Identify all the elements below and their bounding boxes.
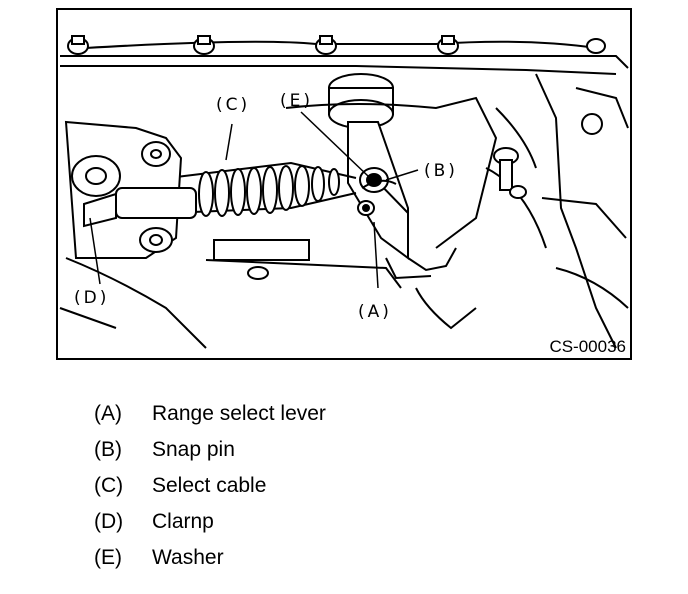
legend-text: Range select lever (152, 402, 326, 425)
parts-legend: (A) Range select lever (B) Snap pin (C) … (94, 396, 514, 576)
leader-lines (89, 111, 419, 289)
case-bolts (67, 35, 606, 55)
figure-code: CS-00036 (549, 337, 626, 356)
leader-e (300, 111, 369, 177)
right-stud (493, 147, 527, 199)
legend-key: (B) (94, 438, 122, 461)
legend-key: (D) (94, 510, 124, 533)
lever-shaft (285, 96, 498, 330)
legend-key: (A) (94, 402, 122, 425)
legend-key: (E) (94, 546, 122, 569)
diagram-svg: (C) (E) (B) (A) (D) CS-00036 (56, 8, 632, 360)
legend-text: Clarnp (152, 510, 214, 533)
callout-a: (A) (358, 302, 392, 322)
leader-a (373, 221, 379, 289)
legend-text: Snap pin (152, 438, 235, 461)
range-select-lever (328, 73, 409, 260)
leader-c (225, 123, 233, 161)
callout-e: (E) (280, 91, 313, 111)
leader-b (385, 169, 419, 181)
legend-text: Washer (152, 546, 224, 569)
legend-item: (A) Range select lever (94, 396, 514, 432)
cable-boot-bellows (198, 165, 340, 217)
callout-b: (B) (424, 161, 458, 181)
legend-item: (D) Clarnp (94, 504, 514, 540)
legend-item: (E) Washer (94, 540, 514, 576)
legend-key: (C) (94, 474, 124, 497)
callout-d: (D) (74, 288, 109, 308)
clamp-bracket (64, 120, 197, 259)
lower-plate (59, 239, 402, 349)
legend-item: (B) Snap pin (94, 432, 514, 468)
callout-c: (C) (216, 95, 250, 115)
legend-text: Select cable (152, 474, 267, 497)
leader-d (89, 217, 101, 285)
diagram-figure: (C) (E) (B) (A) (D) CS-00036 (56, 8, 632, 360)
legend-item: (C) Select cable (94, 468, 514, 504)
